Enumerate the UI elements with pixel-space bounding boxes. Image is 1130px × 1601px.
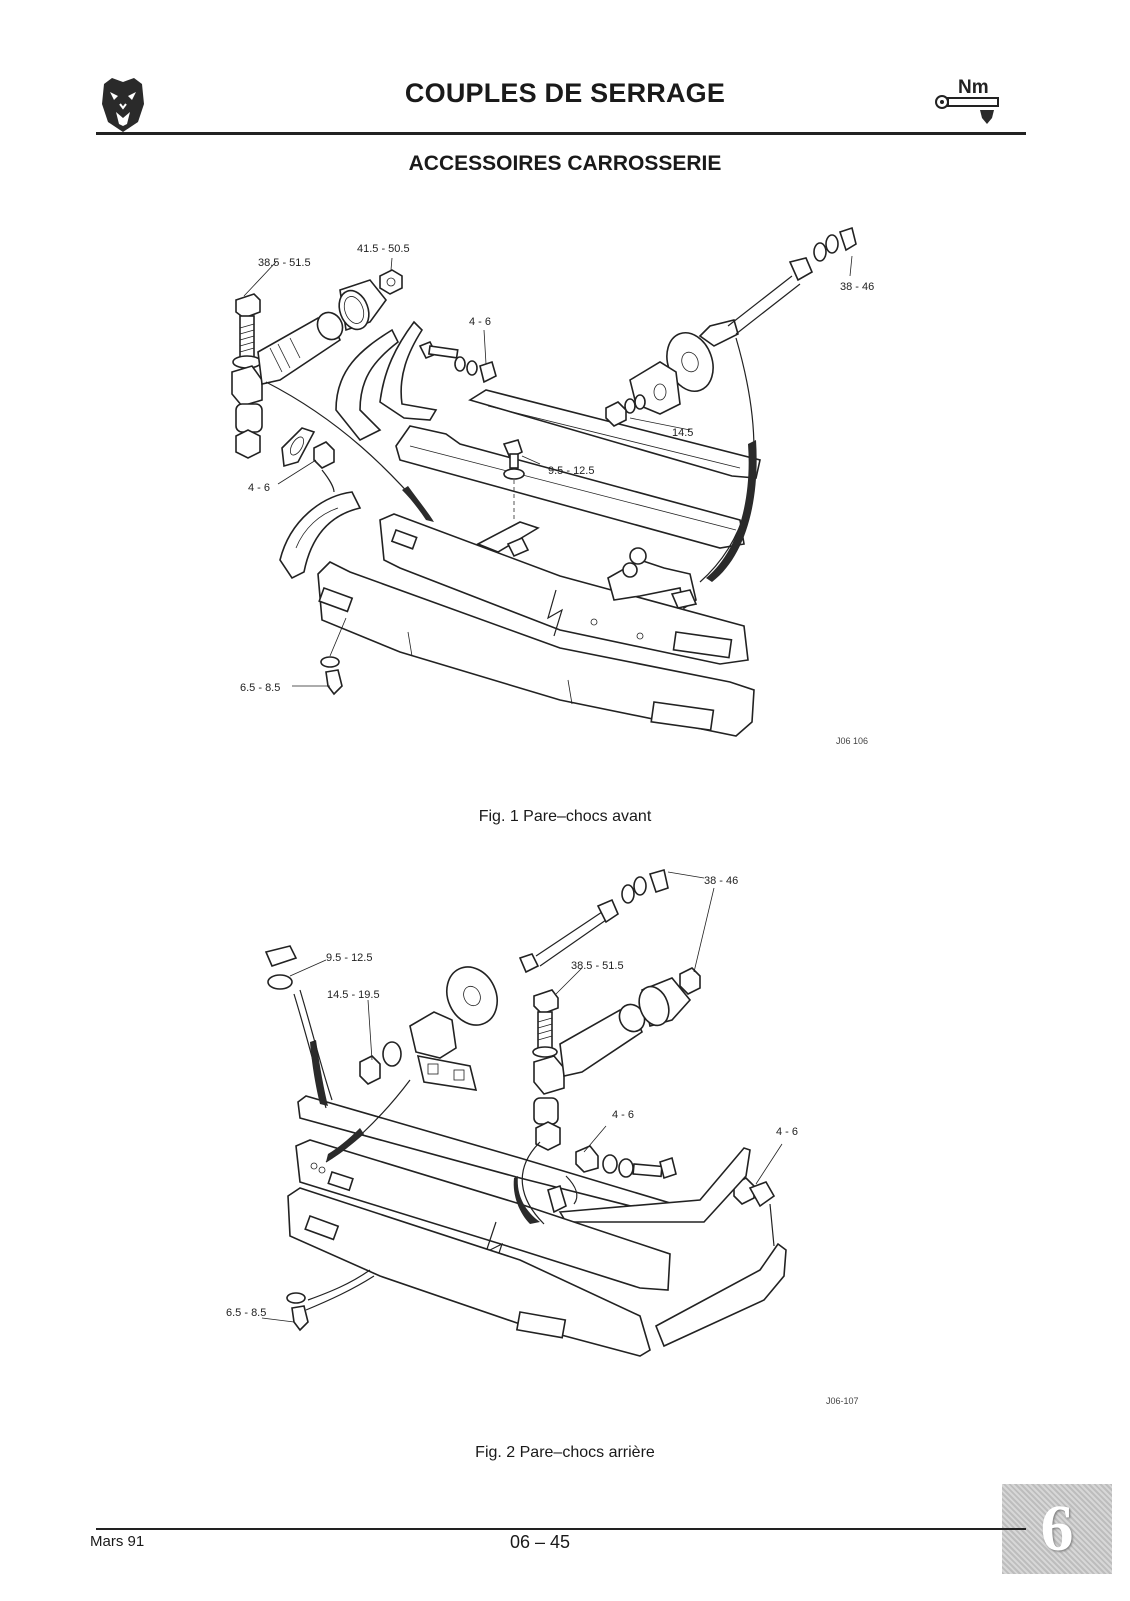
rubber-bush <box>638 977 692 1027</box>
figure-ref: J06 106 <box>836 736 868 746</box>
bolt-part <box>532 989 559 1058</box>
torque-label: 41.5 - 50.5 <box>357 243 410 255</box>
shock-absorber-tube <box>533 1003 646 1095</box>
header-rule <box>96 132 1026 135</box>
torque-label: 6.5 - 8.5 <box>226 1307 266 1319</box>
torque-label: 38 - 46 <box>704 875 738 887</box>
torque-label: 4 - 6 <box>469 316 491 328</box>
torque-label: 4 - 6 <box>612 1109 634 1121</box>
long-bolt-part <box>698 226 857 347</box>
unit-label: Nm <box>958 77 989 98</box>
figure-1-front-bumper: 38.5 - 51.5 41.5 - 50.5 4 - 6 38 - 46 14… <box>231 226 874 746</box>
figure-1-caption: Fig. 1 Pare–chocs avant <box>478 808 652 825</box>
torque-label: 4 - 6 <box>776 1126 798 1138</box>
break-mark <box>547 589 564 637</box>
figure-2-caption: Fig. 2 Pare–chocs arrière <box>475 1444 655 1461</box>
footer-rule <box>96 1528 1026 1530</box>
jaguar-logo <box>102 78 144 132</box>
torque-label: 4 - 6 <box>248 482 270 494</box>
torque-label: 9.5 - 12.5 <box>548 465 594 477</box>
page-number: 06 – 45 <box>509 1532 571 1552</box>
rubber-bush <box>338 279 388 332</box>
torque-wrench-icon: Nm <box>930 76 1026 130</box>
footer-date: Mars 91 <box>90 1533 145 1550</box>
torque-label: 38.5 - 51.5 <box>258 257 311 269</box>
torque-label: 9.5 - 12.5 <box>326 952 372 964</box>
bolt-part <box>232 293 262 369</box>
section-tab-number: 6 <box>1040 1492 1074 1565</box>
page-title: COUPLES DE SERRAGE <box>404 78 726 108</box>
torque-label: 38.5 - 51.5 <box>571 960 624 972</box>
torque-label: 6.5 - 8.5 <box>240 682 280 694</box>
figure-2-rear-bumper: 38 - 46 9.5 - 12.5 38.5 - 51.5 14.5 - 19… <box>226 868 859 1406</box>
torque-label: 14.5 - 19.5 <box>327 989 380 1001</box>
torque-label: 38 - 46 <box>840 281 874 293</box>
shock-absorber-tube <box>231 311 344 407</box>
nut-part <box>379 269 403 295</box>
section-title: ACCESSOIRES CARROSSERIE <box>408 152 722 175</box>
torque-label: 14.5 <box>672 427 693 439</box>
figure-ref: J06-107 <box>826 1396 859 1406</box>
long-bolt-part <box>518 868 669 974</box>
